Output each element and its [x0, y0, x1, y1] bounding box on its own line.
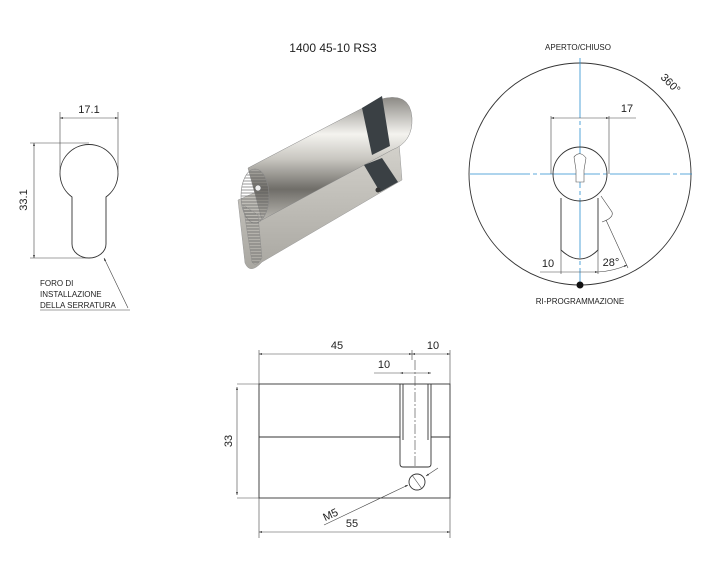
head-width-dim: 17	[621, 103, 633, 115]
cam-width-dim: 10	[542, 258, 554, 270]
cylinder-3d-render	[237, 96, 413, 269]
open-closed-label: APERTO/CHIUSO	[545, 43, 611, 52]
length-b-dim: 10	[427, 340, 439, 352]
rotation-dim: 360°	[658, 72, 683, 97]
total-length-dim: 55	[346, 518, 358, 530]
side-view: 45 10 10 33 55 M5	[223, 340, 451, 538]
profile-note-line-3: DELLA SERRATURA	[40, 301, 117, 310]
cam-slot-dim: 10	[378, 359, 390, 371]
front-view: APERTO/CHIUSO 360° 17 10 28° RI-PROGRAMM…	[468, 43, 692, 306]
profile-note-line-1: FORO DI	[40, 279, 73, 288]
profile-height-dim: 33.1	[18, 189, 30, 210]
cam-angle-dim: 28°	[603, 257, 620, 269]
profile-note-line-2: INSTALLAZIONE	[40, 290, 102, 299]
profile-width-dim: 17.1	[78, 104, 99, 116]
length-a-dim: 45	[331, 340, 343, 352]
reprogramming-label: RI-PROGRAMMAZIONE	[536, 297, 624, 306]
reprogramming-point	[576, 281, 584, 289]
profile-view: 17.1 33.1 FORO DI INSTALLAZIONE DELLA SE…	[18, 104, 130, 311]
screw-dim: M5	[321, 507, 340, 524]
product-title: 1400 45-10 RS3	[289, 41, 377, 55]
height-dim: 33	[223, 435, 235, 447]
